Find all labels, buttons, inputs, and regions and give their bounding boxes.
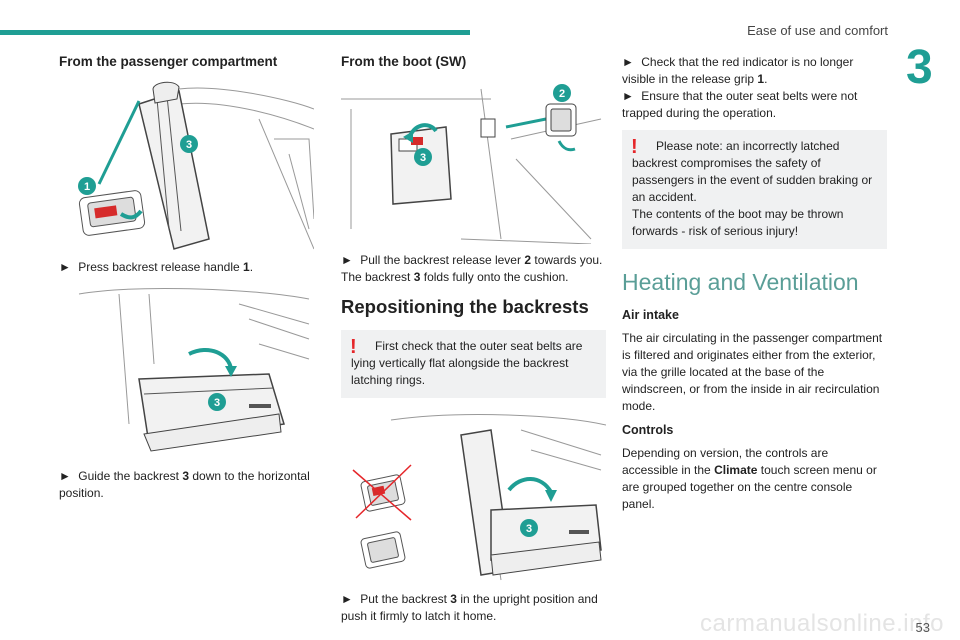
step-guide-backrest: ► Guide the backrest 3 down to the horiz… [59, 469, 310, 500]
badge-3-label: 3 [526, 523, 532, 535]
badge-2 [553, 84, 571, 102]
badge-3 [520, 519, 538, 537]
badge-2-label: 2 [559, 88, 565, 100]
step-check-indicator: ► Check that the red indicator is no lon… [622, 55, 854, 86]
badge-3-label: 3 [186, 139, 192, 151]
step-put-upright: ► Put the backrest 3 in the upright posi… [341, 592, 598, 623]
header-title: Ease of use and comfort [747, 23, 888, 38]
warning-seat-belts: ! First check that the outer seat belts … [341, 330, 606, 398]
badge-3 [180, 135, 198, 153]
warning-icon: ! [631, 136, 638, 158]
handle-inset [78, 190, 146, 236]
section-title-passenger: From the passenger compartment [59, 54, 278, 69]
badge-3-label: 3 [214, 397, 220, 409]
section-title-repositioning: Repositioning the backrests [341, 296, 589, 317]
warning-latching: ! Please note: an incorrectly latched ba… [622, 130, 887, 249]
chapter-number: 3 [906, 41, 933, 94]
illustration-release-handle: 1 3 [78, 81, 314, 250]
column-middle: From the boot (SW) 2 3 ► Pull the backre… [341, 54, 606, 633]
watermark: carmanualsonline.info [700, 610, 944, 637]
illustration-backrest-fold: 3 [78, 288, 310, 452]
subsection-controls: Controls [622, 423, 674, 437]
step-ensure-belts: ► Ensure that the outer seat belts were … [622, 89, 858, 120]
step-pull-lever: ► Pull the backrest release lever 2 towa… [341, 253, 603, 284]
air-intake-text: The air circulating in the passenger com… [622, 331, 883, 413]
illustration-boot-lever: 2 3 [341, 84, 602, 244]
badge-3 [208, 393, 226, 411]
badge-3 [414, 148, 432, 166]
badge-3-label: 3 [420, 152, 426, 164]
column-left: From the passenger compartment 1 3 ► Pre… [59, 54, 314, 510]
section-title-heating: Heating and Ventilation [622, 269, 859, 295]
page-number: 53 [915, 620, 930, 635]
column-right: ► Check that the red indicator is no lon… [622, 54, 887, 521]
step-press-handle: ► Press backrest release handle 1. [59, 260, 254, 274]
header-accent-bar [0, 30, 470, 35]
subsection-air-intake: Air intake [622, 308, 679, 322]
controls-text: Depending on version, the controls are a… [622, 446, 877, 511]
badge-1 [78, 177, 96, 195]
badge-1-label: 1 [84, 181, 90, 193]
illustration-reposition-backrest: 3 [352, 414, 606, 581]
section-title-boot: From the boot (SW) [341, 54, 467, 69]
warning-icon: ! [350, 336, 357, 358]
